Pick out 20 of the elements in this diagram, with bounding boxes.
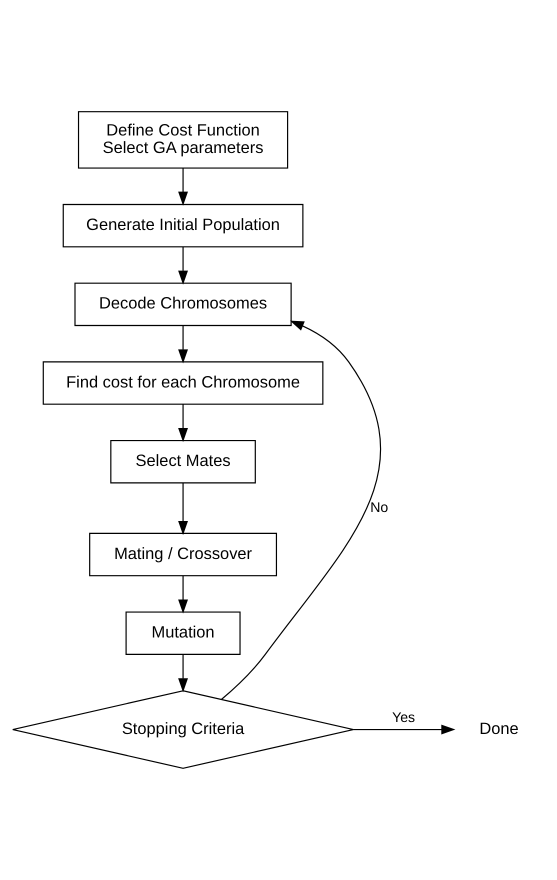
arrow xyxy=(178,654,188,692)
node-text: Done xyxy=(479,720,519,738)
arrow xyxy=(178,326,188,364)
arrow xyxy=(178,168,188,206)
arrow xyxy=(178,246,188,285)
arrow xyxy=(178,482,188,536)
edge-label: No xyxy=(370,498,388,515)
node-box: Select Mates xyxy=(110,440,256,484)
node-box: Find cost for each Chromosome xyxy=(42,361,324,405)
edge-label: Yes xyxy=(392,709,416,726)
arrow xyxy=(178,404,188,442)
arrow xyxy=(221,320,381,700)
arrow xyxy=(354,724,456,734)
node-diamond: Stopping Criteria xyxy=(12,690,354,769)
node-box: Mating / Crossover xyxy=(89,532,278,576)
node-box: Mutation xyxy=(126,612,241,655)
node-box: Generate Initial Population xyxy=(62,204,304,248)
node-box: Define Cost Function Select GA parameters xyxy=(78,111,288,169)
node-box: Decode Chromosomes xyxy=(74,282,292,326)
arrow xyxy=(178,576,188,614)
